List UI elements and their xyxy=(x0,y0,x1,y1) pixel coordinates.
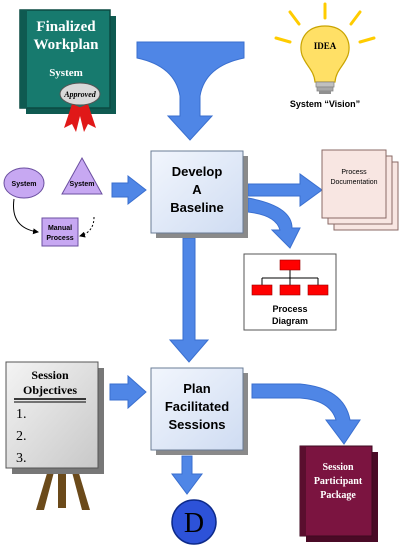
system-cycle: System System Manual Process xyxy=(3,156,103,247)
develop-baseline-box: Develop A Baseline xyxy=(150,150,248,238)
arrow-baseline-to-plan xyxy=(168,237,210,363)
arrow-objectives-to-plan xyxy=(109,374,147,410)
package-line3: Package xyxy=(320,490,356,501)
cycle-arrow-left xyxy=(13,198,39,235)
idea-label: IDEA xyxy=(314,41,337,51)
baseline-line2: A xyxy=(192,182,202,197)
system-triangle xyxy=(61,156,103,195)
arrow-baseline-to-diagram xyxy=(247,197,301,249)
session-objectives-easel: Session Objectives 1. 2. 3. xyxy=(5,361,104,510)
arrow-plan-to-package xyxy=(251,383,361,445)
arrow-cycle-to-baseline xyxy=(111,174,147,206)
package-line2: Participant xyxy=(314,476,363,487)
objectives-title-line2: Objectives xyxy=(23,383,77,397)
objective-item-2: 2. xyxy=(16,429,27,444)
approved-label: Approved xyxy=(63,90,97,99)
connector-d: D xyxy=(171,499,217,545)
arrow-baseline-to-docs xyxy=(247,173,323,207)
system-circle-label: System xyxy=(12,181,37,188)
process-docs-line1: Process xyxy=(341,169,367,176)
workplan-title-line3: System xyxy=(49,67,83,79)
top-merge-arrow xyxy=(136,41,245,141)
plan-line3: Sessions xyxy=(168,417,225,432)
workplan-title-line1: Finalized xyxy=(36,19,96,35)
process-diagram-card: Process Diagram xyxy=(243,253,337,331)
baseline-line3: Baseline xyxy=(170,200,223,215)
process-diagram-line1: Process xyxy=(272,304,307,314)
connector-label: D xyxy=(184,508,204,539)
workplan-book: Finalized Workplan System Approved xyxy=(19,9,116,132)
process-diagram-line2: Diagram xyxy=(272,316,308,326)
baseline-line1: Develop xyxy=(172,164,223,179)
package-line1: Session xyxy=(322,462,354,473)
manual-process-line1: Manual xyxy=(48,225,72,232)
plan-line1: Plan xyxy=(183,381,211,396)
process-documentation-stack: Process Documentation xyxy=(321,149,399,231)
objective-item-1: 1. xyxy=(16,407,27,422)
arrow-plan-to-connector xyxy=(171,455,203,495)
approved-seal: Approved xyxy=(59,82,101,132)
system-circle xyxy=(3,167,45,199)
process-docs-line2: Documentation xyxy=(330,179,377,186)
manual-process-box xyxy=(41,217,79,247)
org-chart-icon xyxy=(251,259,329,296)
plan-sessions-box: Plan Facilitated Sessions xyxy=(150,367,248,455)
cycle-arrow-right xyxy=(79,216,95,238)
workplan-title-line2: Workplan xyxy=(33,37,99,53)
objectives-title-line1: Session xyxy=(31,368,69,382)
objective-item-3: 3. xyxy=(16,451,27,466)
system-triangle-label: System xyxy=(70,181,95,188)
system-vision-caption: System “Vision” xyxy=(290,99,360,109)
manual-process-line2: Process xyxy=(46,235,73,242)
plan-line2: Facilitated xyxy=(165,399,229,414)
participant-package-book: Session Participant Package xyxy=(299,445,378,542)
idea-bulb: IDEA System “Vision” xyxy=(274,2,376,109)
light-rays-icon xyxy=(274,2,376,44)
